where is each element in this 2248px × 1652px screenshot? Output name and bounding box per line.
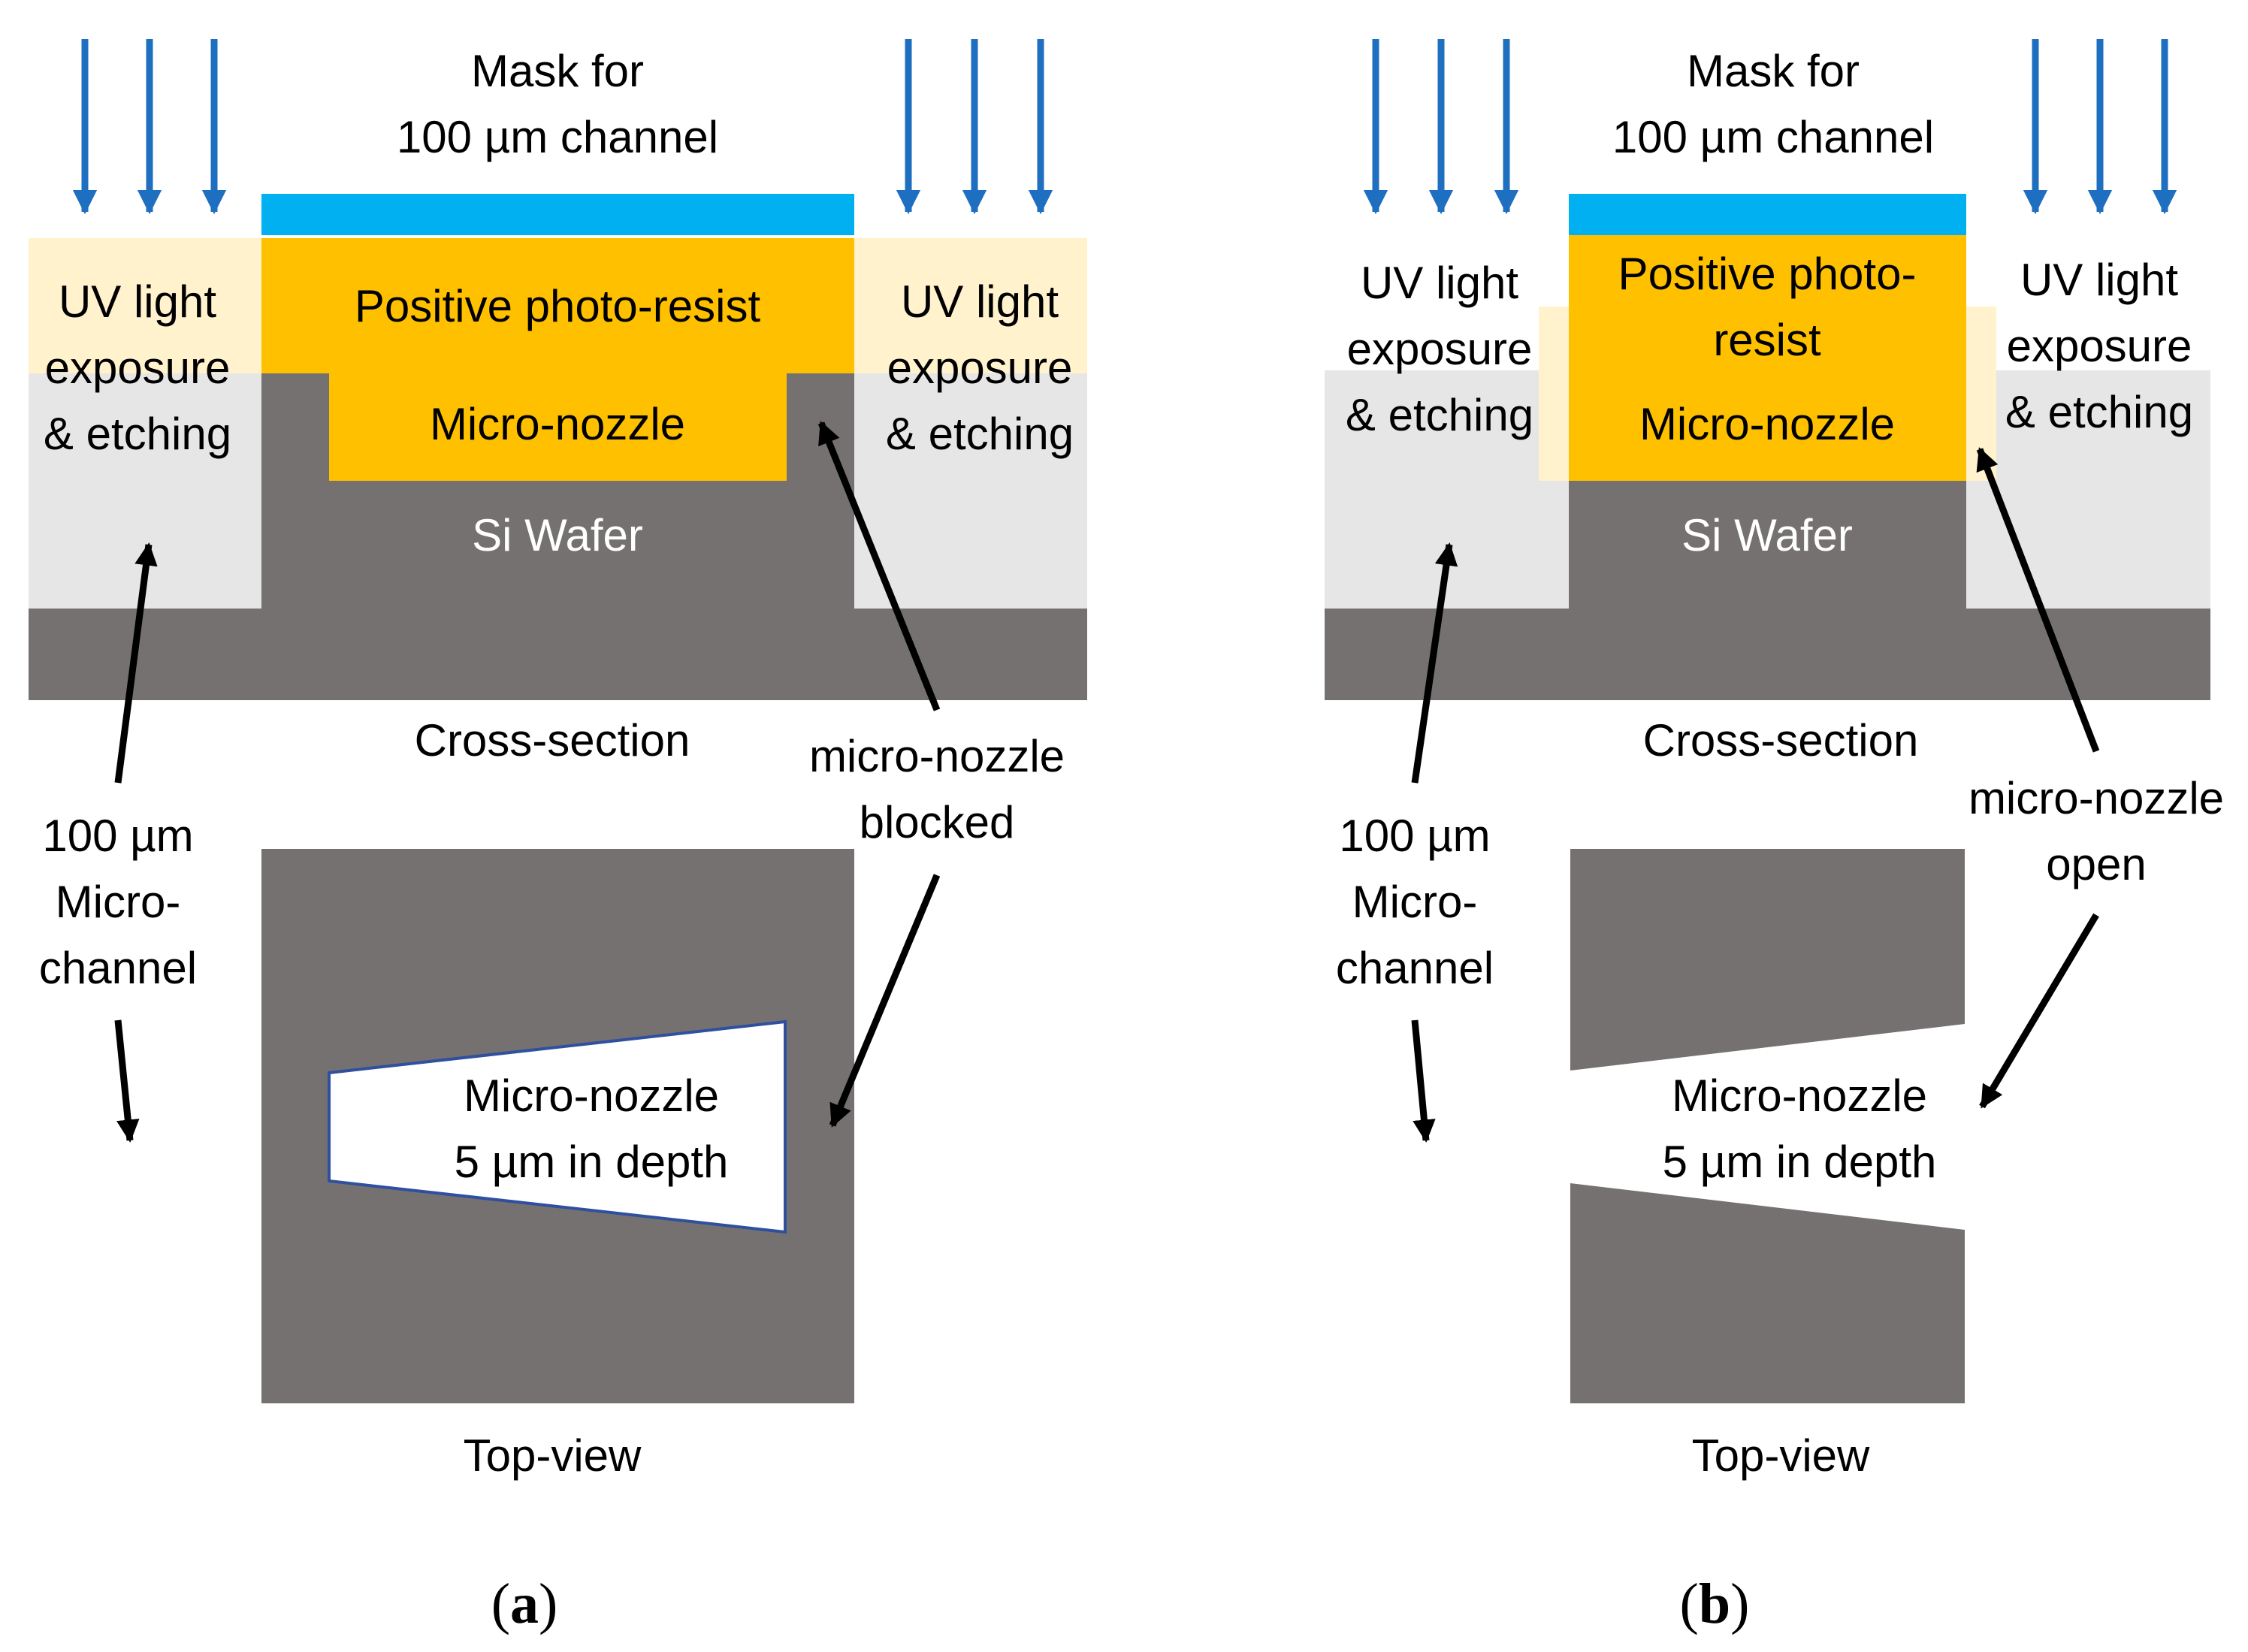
top-view-wafer-upper xyxy=(1570,849,1965,1071)
top-view-label: Top-view xyxy=(1692,1430,1870,1481)
channel-label-line3: channel xyxy=(39,943,197,993)
si-wafer-base xyxy=(29,609,1087,700)
status-line1: micro-nozzle xyxy=(809,731,1065,781)
channel-label-line1: 100 µm xyxy=(1339,811,1490,861)
cross-section-label: Cross-section xyxy=(415,715,690,766)
panel-b: Mask for 100 µm channel UV light exposur… xyxy=(1325,39,2224,1635)
panel-caption-a: (a) xyxy=(491,1572,558,1635)
exposed-region-left xyxy=(29,238,261,373)
uv-arrows-right xyxy=(896,39,1053,215)
uv-arrows-left xyxy=(1363,39,1519,215)
photoresist-layer xyxy=(1569,235,1966,481)
channel-arrow-down xyxy=(1411,1019,1436,1143)
status-line2: open xyxy=(2046,839,2146,889)
uv-left-line2: exposure xyxy=(45,343,231,393)
blocked-arrow-up xyxy=(817,421,941,711)
photoresist-label-line2: resist xyxy=(1713,315,1821,365)
mask-bar xyxy=(1569,194,1966,235)
top-view-a xyxy=(261,849,854,1403)
uv-right-line1: UV light xyxy=(901,276,1059,327)
uv-left-line3: & etching xyxy=(1346,390,1533,440)
blocked-arrow-down xyxy=(829,874,941,1128)
topview-nozzle-line1: Micro-nozzle xyxy=(464,1071,719,1121)
etched-region-right xyxy=(854,373,1087,609)
mask-label-line1: Mask for xyxy=(471,46,644,96)
mask-bar xyxy=(261,194,854,235)
channel-arrow-up xyxy=(1411,542,1458,784)
annotation-arrows-a xyxy=(114,421,941,1143)
status-line2: blocked xyxy=(860,797,1015,847)
top-view-label: Top-view xyxy=(464,1430,642,1481)
status-line1: micro-nozzle xyxy=(1969,773,2224,823)
photoresist-layer xyxy=(261,238,854,373)
mask-label-line2: 100 µm channel xyxy=(397,112,718,162)
topview-nozzle-line2: 5 µm in depth xyxy=(455,1137,729,1187)
channel-label-line1: 100 µm xyxy=(42,811,193,861)
open-arrow-down xyxy=(1979,913,2099,1109)
top-view-b xyxy=(1570,849,1965,1403)
channel-label-line2: Micro- xyxy=(1352,877,1478,927)
topview-nozzle-line2: 5 µm in depth xyxy=(1663,1137,1937,1187)
uv-right-line1: UV light xyxy=(2020,255,2178,305)
channel-arrow-down xyxy=(114,1019,140,1143)
nozzle-label: Micro-nozzle xyxy=(430,399,685,449)
si-wafer-pillar xyxy=(1569,481,1966,609)
photoresist-label: Positive photo-resist xyxy=(355,281,761,331)
uv-left-line3: & etching xyxy=(44,409,231,459)
etched-region-right xyxy=(1966,370,2210,609)
micro-nozzle-region xyxy=(329,373,787,481)
uv-left-line1: UV light xyxy=(59,276,216,327)
exposed-sidewall-left xyxy=(1539,307,1569,481)
mask-label-line1: Mask for xyxy=(1687,46,1860,96)
uv-right-line2: exposure xyxy=(2007,321,2192,371)
channel-label-line3: channel xyxy=(1336,943,1494,993)
uv-left-line2: exposure xyxy=(1347,324,1533,374)
topview-nozzle-line1: Micro-nozzle xyxy=(1672,1071,1927,1121)
uv-left-line1: UV light xyxy=(1361,258,1518,308)
mask-label-line2: 100 µm channel xyxy=(1612,112,1934,162)
cross-section-a xyxy=(29,194,1087,700)
uv-right-line2: exposure xyxy=(887,343,1073,393)
open-arrow-up xyxy=(1976,447,2100,753)
top-view-wafer-lower xyxy=(1570,1183,1965,1403)
wafer-label: Si Wafer xyxy=(1681,510,1853,560)
photoresist-label-line1: Positive photo- xyxy=(1618,249,1917,299)
annotation-arrows-b xyxy=(1411,447,2100,1143)
uv-arrows-right xyxy=(2023,39,2177,215)
uv-arrows-left xyxy=(72,39,227,215)
top-view-nozzle-shape xyxy=(328,1019,787,1234)
exposed-region-right xyxy=(854,238,1087,373)
panel-caption-b: (b) xyxy=(1680,1572,1750,1635)
cross-section-label: Cross-section xyxy=(1643,715,1919,766)
wafer-label: Si Wafer xyxy=(472,510,643,560)
si-wafer-base xyxy=(1325,609,2210,700)
channel-arrow-up xyxy=(114,542,158,784)
uv-right-line3: & etching xyxy=(2005,387,2193,437)
uv-right-line3: & etching xyxy=(886,409,1074,459)
channel-label-line2: Micro- xyxy=(56,877,181,927)
panel-a: Mask for 100 µm channel UV light exposur… xyxy=(29,39,1087,1635)
nozzle-label: Micro-nozzle xyxy=(1639,399,1895,449)
